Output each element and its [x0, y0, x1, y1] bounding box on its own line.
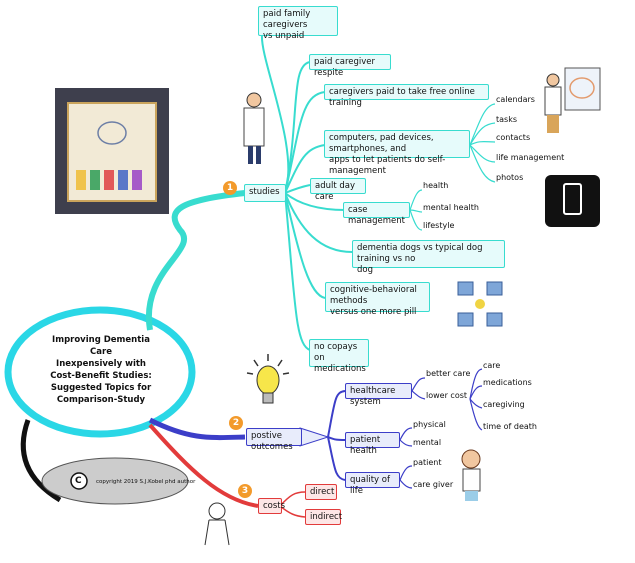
- cbt-line-1: cognitive-behavioral methods: [330, 285, 417, 306]
- copyright-ellipse: [41, 457, 189, 505]
- devices-line-1: computers, pad devices, smartphones, and: [329, 133, 434, 154]
- node-paid-family[interactable]: paid family caregivers vs unpaid: [258, 6, 338, 41]
- central-line-1: Improving Dementia Care: [52, 335, 150, 357]
- node-case-management[interactable]: case management: [343, 202, 410, 226]
- node-cognitive-behavioral[interactable]: cognitive-behavioral methods versus one …: [325, 282, 430, 317]
- node-dementia-dogs[interactable]: dementia dogs vs typical dog training vs…: [352, 240, 505, 275]
- devices-sub-lines: [469, 103, 496, 183]
- smartphone-icon: [545, 175, 600, 227]
- node-costs[interactable]: costs: [258, 498, 285, 514]
- paid-family-line-2: vs unpaid: [263, 31, 305, 41]
- lightbulb-icon: [246, 354, 290, 404]
- doctor-figure-male: [243, 92, 265, 164]
- label-time-of-death: time of death: [483, 422, 537, 431]
- label-patient: patient: [413, 458, 442, 467]
- label-tasks: tasks: [496, 115, 518, 124]
- label-mental: mental: [413, 438, 442, 447]
- nurse-figure: [461, 449, 481, 501]
- teacher-figure: [544, 67, 601, 133]
- node-adult-day-care[interactable]: adult day care: [310, 178, 366, 202]
- node-direct[interactable]: direct: [305, 484, 337, 500]
- outcomes-branch-line: [148, 417, 246, 441]
- costs-branch-line: [148, 423, 259, 508]
- label-lower-cost: lower cost: [426, 391, 468, 400]
- node-patient-health[interactable]: patient health: [345, 432, 400, 456]
- label-medications: medications: [483, 378, 532, 387]
- node-quality-of-life[interactable]: quality of life: [345, 472, 400, 496]
- healthcare-sub-lines: [399, 368, 483, 489]
- central-line-2: Inexpensively with: [56, 359, 146, 369]
- node-healthcare-system[interactable]: healthcare system: [345, 383, 412, 407]
- thinking-man-figure: [204, 502, 230, 546]
- copyright-icon: [70, 472, 88, 490]
- label-contacts: contacts: [496, 133, 531, 142]
- central-topic: Improving Dementia Care Inexpensively wi…: [42, 334, 160, 406]
- studies-branch-line: [145, 190, 246, 331]
- label-calendars: calendars: [496, 95, 535, 104]
- label-care-giver: care giver: [413, 480, 454, 489]
- label-health: health: [423, 181, 449, 190]
- node-indirect[interactable]: indirect: [305, 509, 342, 525]
- node-studies[interactable]: studies: [244, 184, 286, 202]
- center-black-arc: [20, 419, 62, 503]
- costs-sub-lines: [279, 491, 306, 518]
- label-care: care: [483, 361, 501, 370]
- label-lifestyle: lifestyle: [423, 221, 455, 230]
- flow-diagram-icon: [457, 281, 503, 327]
- copays-line-2: medications: [314, 364, 366, 374]
- label-photos: photos: [496, 173, 524, 182]
- copyright-text: copyright 2019 S.J.Kobel phd author: [96, 479, 196, 485]
- studies-sub-lines: [260, 34, 353, 351]
- node-self-management-devices[interactable]: computers, pad devices, smartphones, and…: [324, 130, 470, 176]
- node-positive-outcomes[interactable]: postive outcomes: [246, 428, 302, 452]
- outcomes-arrow: [299, 427, 330, 447]
- node-no-copays[interactable]: no copays on medications: [309, 339, 369, 374]
- copays-line-1: no copays on: [314, 342, 358, 363]
- central-line-5: Comparison-Study: [56, 395, 146, 405]
- branch-number-3: 3: [238, 484, 252, 498]
- copyright-symbol: C: [75, 476, 82, 486]
- central-line-4: Suggested Topics for: [50, 383, 152, 393]
- branch-number-2: 2: [229, 416, 243, 430]
- dogs-line-1: dementia dogs vs typical dog training vs…: [357, 243, 483, 264]
- outcomes-sub-lines: [327, 390, 346, 481]
- cbt-line-2: versus one more pill: [330, 307, 417, 317]
- brain-book-image: [55, 88, 169, 214]
- branch-number-1: 1: [223, 181, 237, 195]
- central-line-3: Cost-Benefit Studies:: [50, 371, 152, 381]
- label-better-care: better care: [426, 369, 471, 378]
- dogs-line-2: dog: [357, 265, 373, 275]
- label-mental-health: mental health: [423, 203, 479, 212]
- label-life-management: life management: [496, 153, 565, 162]
- label-physical: physical: [413, 420, 446, 429]
- case-sub-lines: [409, 189, 423, 231]
- center-swirl: [4, 306, 196, 438]
- devices-line-2: apps to let patients do self-management: [329, 155, 446, 176]
- paid-family-line-1: paid family caregivers: [263, 9, 311, 30]
- node-caregiver-respite[interactable]: paid caregiver respite: [309, 54, 391, 78]
- node-online-training[interactable]: caregivers paid to take free online trai…: [324, 84, 489, 108]
- label-caregiving: caregiving: [483, 400, 525, 409]
